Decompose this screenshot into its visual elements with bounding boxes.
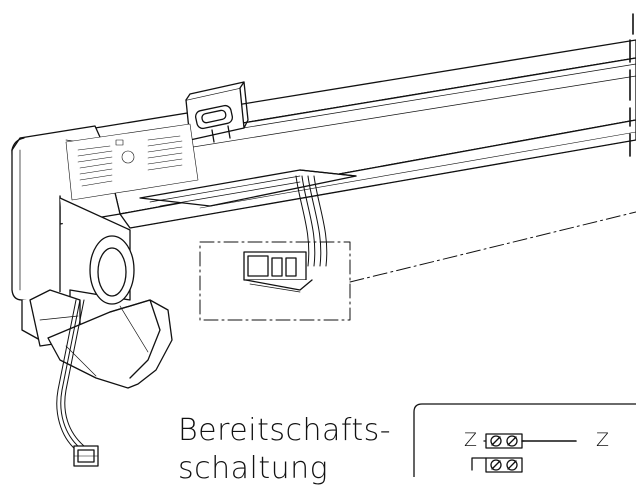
- standby-circuit-caption-line2: schaltung: [178, 451, 329, 486]
- standby-cable: [56, 299, 85, 451]
- detail-box: [199, 211, 636, 321]
- plug-connector-small: [73, 445, 99, 467]
- flap-cover: [47, 299, 173, 389]
- technical-drawing: [11, 13, 636, 478]
- cut-line-marks: [629, 13, 634, 157]
- terminal-label-left: Z: [464, 429, 478, 451]
- plug-connector: [243, 251, 313, 293]
- connector-wires: [295, 175, 328, 267]
- rating-label: [65, 123, 199, 201]
- terminal-diagram-box: [413, 403, 636, 478]
- terminal-label-right: Z: [596, 429, 610, 451]
- mounting-clip: [185, 81, 249, 143]
- standby-circuit-caption-line1: Bereitschafts-: [178, 413, 392, 448]
